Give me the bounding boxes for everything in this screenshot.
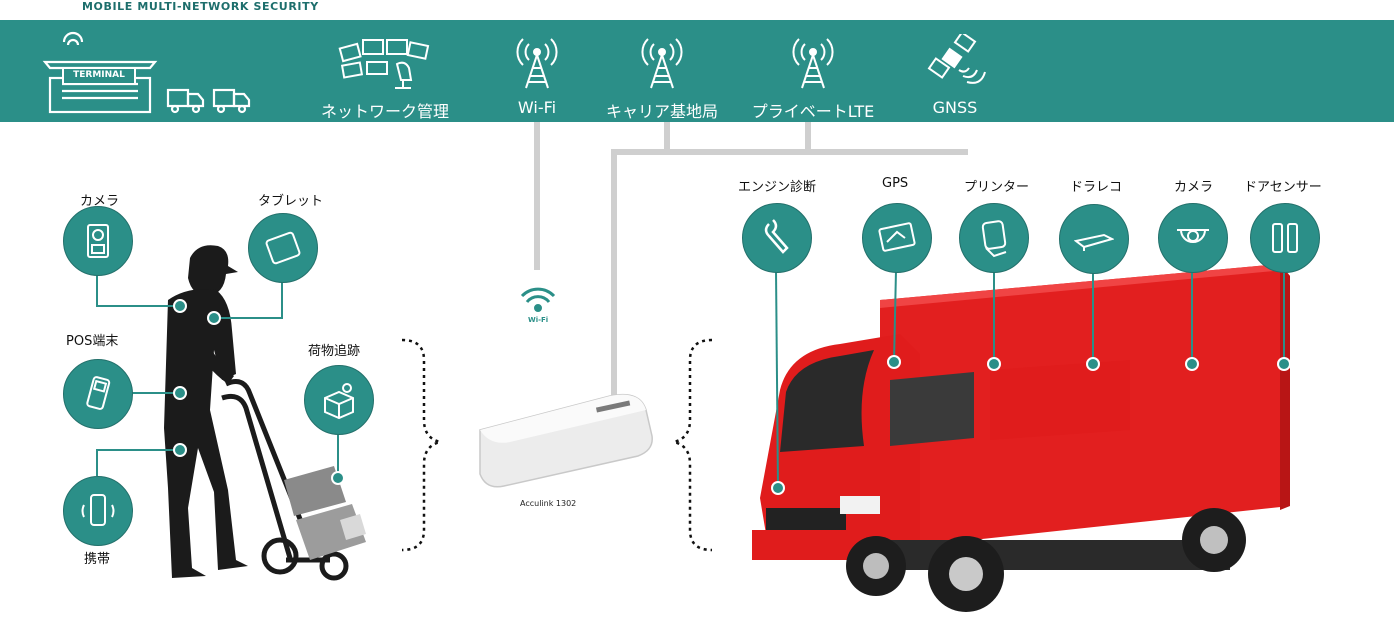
router-model-label: Acculink 1302 xyxy=(520,499,577,508)
camera-device-truck xyxy=(1158,203,1228,273)
label-engine-diagnostics: エンジン診断 xyxy=(738,180,817,195)
label-dashcam: ドラレコ xyxy=(1070,180,1123,195)
monitors-icon xyxy=(338,39,430,89)
wifi-icon xyxy=(520,287,556,312)
dashcam-device xyxy=(1059,204,1129,274)
band-label: ネットワーク管理 xyxy=(320,102,449,121)
antenna-icon xyxy=(641,38,683,89)
package-tracking-device xyxy=(304,365,374,435)
label-phone: 携帯 xyxy=(84,552,111,567)
engine-diagnostics-device xyxy=(742,203,812,273)
band-item-gnss: GNSS xyxy=(880,20,1030,122)
door-sensor-icon xyxy=(1272,223,1298,253)
dome-camera-icon xyxy=(1177,229,1209,243)
pos-terminal-device xyxy=(63,359,133,429)
printer-device xyxy=(959,203,1029,273)
network-band: TERMINAL ネットワーク管理 Wi-Fi xyxy=(0,20,1394,122)
worker-silhouette xyxy=(164,245,248,578)
band-label: キャリア基地局 xyxy=(605,102,718,121)
band-item-network-management: ネットワーク管理 xyxy=(310,20,460,122)
band-label: GNSS xyxy=(932,98,978,117)
uplink-lines xyxy=(534,122,968,400)
tablet-device xyxy=(248,213,318,283)
band-item-private-lte: プライベートLTE xyxy=(729,20,897,122)
truck-connectors xyxy=(775,269,1285,489)
dashcam-icon xyxy=(1074,233,1114,251)
label-door-sensor: ドアセンサー xyxy=(1244,180,1322,195)
band-label: Wi-Fi xyxy=(517,98,557,117)
band-item-carrier-base-station: キャリア基地局 xyxy=(587,20,737,122)
label-camera: カメラ xyxy=(80,194,120,209)
package-pin-icon xyxy=(324,383,354,420)
camera-device xyxy=(63,206,133,276)
terminal-sign: TERMINAL xyxy=(62,67,136,85)
package-boxes xyxy=(284,466,366,560)
label-printer: プリンター xyxy=(964,180,1030,195)
satellite-icon xyxy=(927,34,986,84)
label-gps: GPS xyxy=(882,176,909,191)
router-device xyxy=(479,393,653,488)
antenna-icon xyxy=(792,38,834,89)
camera-icon xyxy=(87,224,109,258)
door-sensor-device xyxy=(1250,203,1320,273)
truck-illustration xyxy=(752,264,1290,612)
pos-terminal-icon xyxy=(86,376,111,410)
worker-connector-dots xyxy=(173,299,345,485)
worker-connectors xyxy=(96,272,339,478)
gps-navigator-icon xyxy=(878,222,916,252)
band-label: プライベートLTE xyxy=(751,102,875,121)
band-item-wifi: Wi-Fi xyxy=(462,20,612,122)
antenna-icon xyxy=(516,38,558,89)
gps-device xyxy=(862,203,932,273)
hand-truck xyxy=(221,379,349,581)
phone-device xyxy=(63,476,133,546)
brand-title: MOBILE MULTI-NETWORK SECURITY xyxy=(82,0,319,13)
truck-connector-dots xyxy=(771,355,1291,495)
printer-icon xyxy=(981,220,1007,258)
tablet-icon xyxy=(265,231,301,265)
label-package-tracking: 荷物追跡 xyxy=(308,344,361,359)
wrench-icon xyxy=(764,219,789,254)
label-pos: POS端末 xyxy=(66,334,119,349)
label-tablet: タブレット xyxy=(258,194,324,209)
router-wifi-label: Wi-Fi xyxy=(528,316,549,324)
phone-icon xyxy=(81,494,115,526)
label-camera-truck: カメラ xyxy=(1174,180,1214,195)
